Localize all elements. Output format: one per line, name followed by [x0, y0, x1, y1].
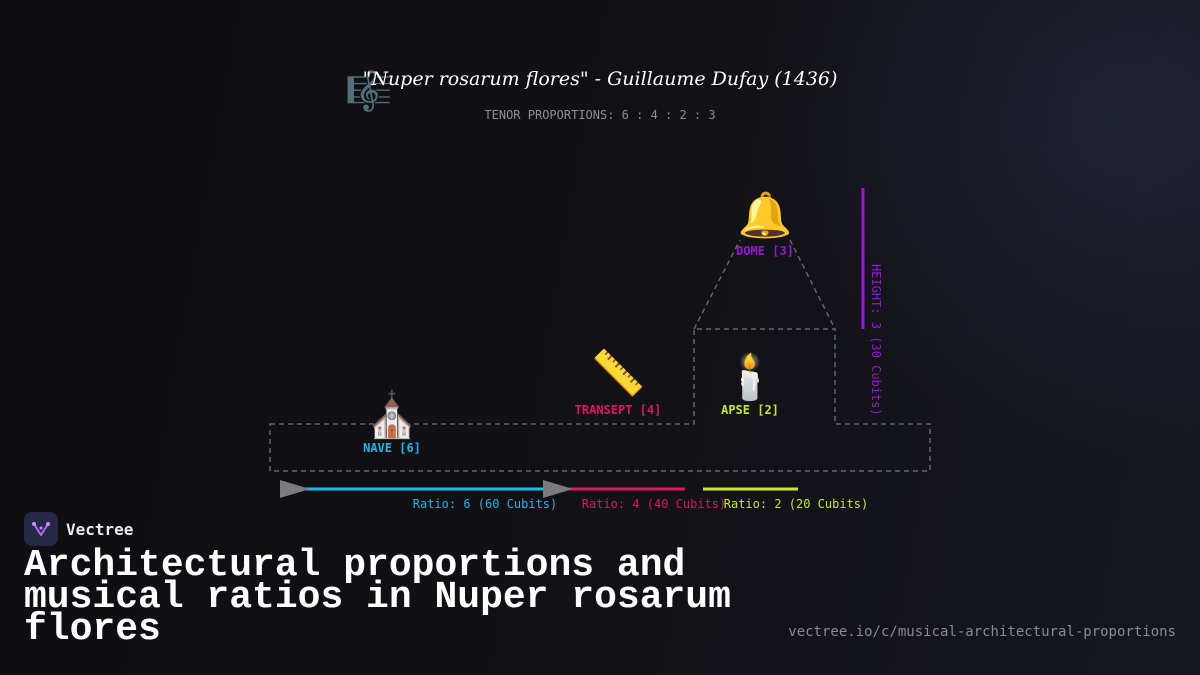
page-url: vectree.io/c/musical-architectural-propo… [788, 624, 1176, 640]
vectree-logo-icon [24, 512, 58, 546]
dome-height-label: HEIGHT: 3 (30 Cubits) [869, 264, 883, 416]
ruler-icon: 📏 [591, 348, 646, 399]
candle-icon: 🕯️ [723, 350, 778, 403]
musical-score-icon: 🎼 [345, 69, 392, 113]
nave-ratio-label: Ratio: 6 (60 Cubits) [413, 497, 558, 511]
transept-ratio-label: Ratio: 4 (40 Cubits) [582, 497, 727, 511]
diagram-title: "Nuper rosarum flores" - Guillaume Dufay… [363, 68, 838, 90]
dome-outline [693, 239, 836, 330]
start-arrow-icon [280, 480, 310, 498]
diagram-subtitle: TENOR PROPORTIONS: 6 : 4 : 2 : 3 [484, 108, 715, 122]
transept-label: TRANSEPT [4] [575, 403, 662, 417]
brand-name: Vectree [66, 519, 134, 539]
headline: Architectural proportions and musical ra… [24, 544, 731, 651]
apse-label: APSE [2] [721, 403, 779, 417]
floor-plan-outline [269, 328, 931, 472]
church-icon: ⛪ [365, 388, 420, 441]
apse-ratio-label: Ratio: 2 (20 Cubits) [724, 497, 869, 511]
brand: Vectree [24, 512, 133, 546]
dome-label: DOME [3] [736, 244, 794, 258]
nave-label: NAVE [6] [363, 441, 421, 455]
mid-arrow-icon [543, 480, 573, 498]
bell-icon: 🔔 [738, 190, 793, 241]
